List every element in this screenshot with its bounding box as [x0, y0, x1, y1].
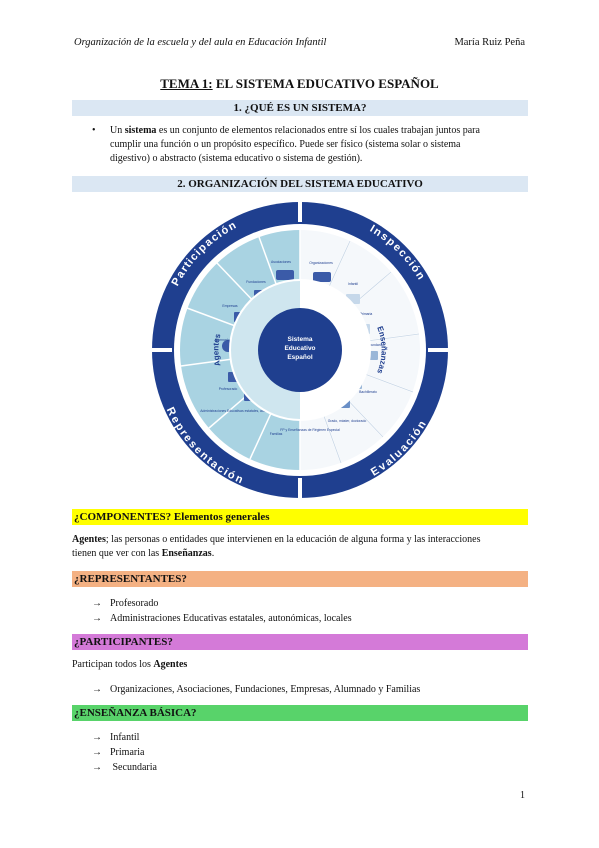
components-ensenanzas-bold: Enseñanzas	[161, 548, 212, 559]
segment-label-fundaciones: Fundaciones	[246, 280, 266, 284]
inner-ring-border	[229, 279, 371, 421]
segment-label-secundaria: Secundaria	[365, 343, 382, 347]
components-heading: ¿COMPONENTES? Elementos generales	[72, 509, 528, 525]
basica-item: → Infantil	[92, 731, 139, 745]
page-number: 1	[520, 790, 525, 801]
bullet-pre: Un	[110, 125, 125, 136]
representantes-item-text: Administraciones Educativas estatales, a…	[110, 613, 352, 624]
inner-label-ensenanzas: Enseñanzas	[375, 325, 389, 376]
segment-label-profesorado: Profesorado	[219, 387, 238, 391]
segment-label-familias: Familias	[270, 432, 283, 436]
bullet-line3: digestivo) o abstracto (sistema educativ…	[110, 153, 363, 164]
segment-label-alumnado: Alumnado	[214, 338, 229, 342]
page-header: Organización de la escuela y del aula en…	[74, 37, 525, 51]
document-title: TEMA 1: EL SISTEMA EDUCATIVO ESPAÑOL	[0, 76, 599, 92]
ensenanzas-textpath: Enseñanzas	[375, 325, 389, 376]
basica-item-text: Infantil	[110, 732, 140, 743]
components-text: Agentes; las personas o entidades que in…	[72, 533, 532, 561]
title-prefix: TEMA 1:	[160, 76, 213, 91]
center-line-2: Educativo	[284, 345, 315, 352]
arrow-icon: →	[92, 684, 102, 695]
segment-label-empresas: Empresas	[222, 304, 238, 308]
representantes-item: → Profesorado	[92, 597, 158, 611]
center-line-3: Español	[287, 354, 312, 361]
segment-label-bachillerato: Bachillerato	[359, 390, 377, 394]
participantes-item: → Organizaciones, Asociaciones, Fundacion…	[92, 683, 420, 697]
components-line2-post: .	[211, 548, 215, 559]
basica-item: → Primaria	[92, 746, 144, 760]
representantes-heading: ¿REPRESENTANTES?	[72, 571, 528, 587]
representantes-item: → Administraciones Educativas estatales, …	[92, 612, 352, 626]
header-course-title: Organización de la escuela y del aula en…	[74, 37, 327, 48]
center-circle	[258, 308, 342, 392]
education-system-diagram: Asociaciones Organizaciones Infantil Pri…	[152, 202, 448, 498]
bullet-marker: •	[92, 125, 96, 136]
organizaciones-icon	[313, 272, 331, 282]
arrow-icon: →	[92, 598, 102, 609]
segment-labels: Asociaciones Organizaciones Infantil Pri…	[200, 260, 382, 436]
participantes-item-text: Organizaciones, Asociaciones, Fundacione…	[110, 684, 421, 695]
participantes-intro: Participan todos los Agentes	[72, 658, 187, 672]
segment-label-organizaciones: Organizaciones	[309, 261, 333, 265]
segment-label-grado: Grado, máster, doctorado	[328, 419, 367, 423]
segment-label-primaria: Primaria	[360, 312, 373, 316]
participantes-heading: ¿PARTICIPANTES?	[72, 634, 528, 650]
basica-item-text: Secundaria	[110, 762, 157, 773]
segment-label-asociaciones: Asociaciones	[271, 260, 291, 264]
title-rest: EL SISTEMA EDUCATIVO ESPAÑOL	[212, 76, 439, 91]
asociaciones-icon	[276, 270, 294, 280]
inner-label-agentes: Agentes	[211, 332, 222, 367]
components-agentes-bold: Agentes	[72, 534, 106, 545]
participantes-agentes-bold: Agentes	[153, 659, 188, 670]
arrow-icon: →	[92, 732, 102, 743]
components-line1: ; las personas o entidades que intervien…	[105, 534, 481, 545]
section1-bullet-text: Un sistema es un conjunto de elementos r…	[110, 124, 530, 166]
segment-label-infantil: Infantil	[348, 282, 358, 286]
agentes-textpath: Agentes	[211, 332, 222, 367]
bullet-line1: es un conjunto de elementos relacionados…	[156, 125, 480, 136]
segment-label-fp: FP y Enseñanzas de Régimen Especial	[280, 428, 340, 432]
basica-heading: ¿ENSEÑANZA BÁSICA?	[72, 705, 528, 721]
arrow-icon: →	[92, 762, 102, 773]
center-line-1: Sistema	[288, 336, 313, 343]
center-label: Sistema Educativo Español	[284, 336, 315, 361]
bullet-bold-sistema: sistema	[124, 125, 157, 136]
section2-heading: 2. ORGANIZACIÓN DEL SISTEMA EDUCATIVO	[72, 176, 528, 192]
components-line2-pre: tienen que ver con las	[72, 548, 162, 559]
basica-item-text: Primaria	[110, 747, 145, 758]
segment-label-administraciones: Administraciones Educativas estatales, a…	[200, 409, 292, 413]
bullet-line2: cumplir una función o un propósito espec…	[110, 139, 461, 150]
basica-item: → Secundaria	[92, 761, 157, 775]
header-author: María Ruiz Peña	[454, 37, 525, 48]
representantes-item-text: Profesorado	[110, 598, 159, 609]
section1-heading: 1. ¿QUÉ ES UN SISTEMA?	[72, 100, 528, 116]
arrow-icon: →	[92, 613, 102, 624]
participantes-intro-pre: Participan todos los	[72, 659, 154, 670]
arrow-icon: →	[92, 747, 102, 758]
